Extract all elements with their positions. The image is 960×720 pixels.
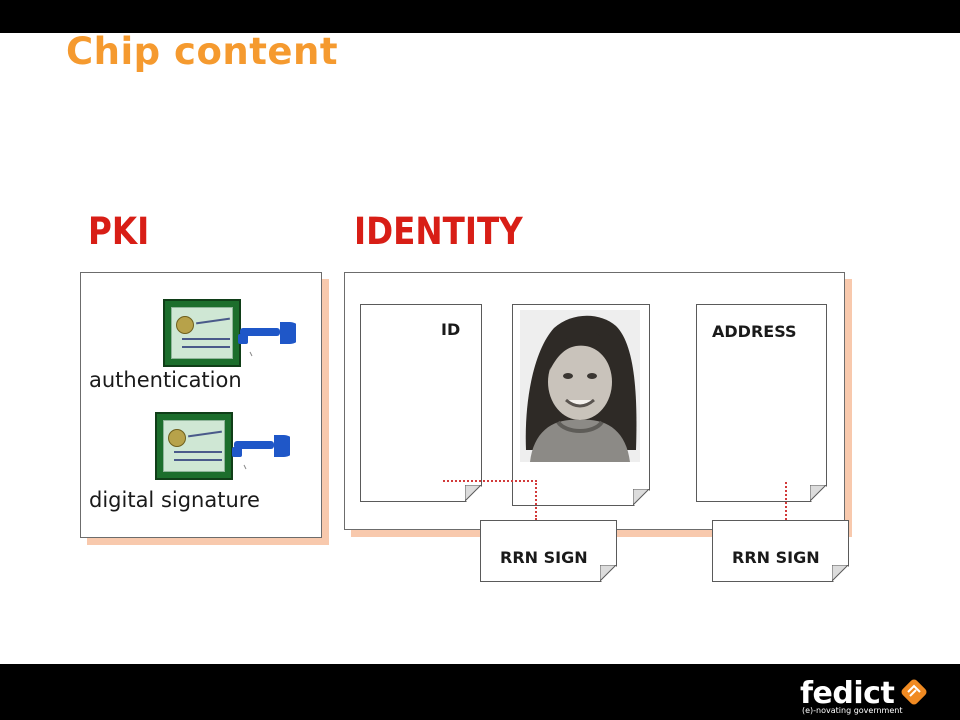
certificate-icon <box>155 412 233 480</box>
certificate-icon <box>163 299 241 367</box>
pki-heading: PKI <box>88 210 150 253</box>
page-fold-icon <box>600 565 616 581</box>
page-fold-icon <box>810 485 826 501</box>
logo-text: fedict <box>800 676 895 711</box>
rrn-sign-label: RRN SIGN <box>732 548 820 567</box>
connector-line <box>785 482 787 520</box>
id-document <box>360 304 482 502</box>
address-document <box>696 304 827 502</box>
connector-line <box>443 480 537 482</box>
bottom-bar <box>0 664 960 720</box>
connector-line <box>535 480 537 520</box>
rrn-sign-document <box>480 520 617 582</box>
key-icon <box>238 322 296 357</box>
page-fold-icon <box>465 485 481 501</box>
identity-heading: IDENTITY <box>354 210 523 253</box>
portrait-photo-icon <box>520 310 640 462</box>
top-bar <box>0 0 960 33</box>
id-label: ID <box>441 320 461 339</box>
address-label: ADDRESS <box>712 322 797 341</box>
rrn-sign-label: RRN SIGN <box>500 548 588 567</box>
slide-title: Chip content <box>66 30 339 73</box>
authentication-label: authentication <box>89 368 242 392</box>
logo-tagline: (e)-novating government <box>802 706 903 715</box>
rrn-sign-document <box>712 520 849 582</box>
page-fold-icon <box>633 489 649 505</box>
fedict-logo: fedict (e)-novating government <box>800 676 930 716</box>
fedict-logo-icon <box>901 679 927 705</box>
page-fold-icon <box>832 565 848 581</box>
digital-signature-label: digital signature <box>89 488 260 512</box>
key-icon <box>232 435 290 470</box>
